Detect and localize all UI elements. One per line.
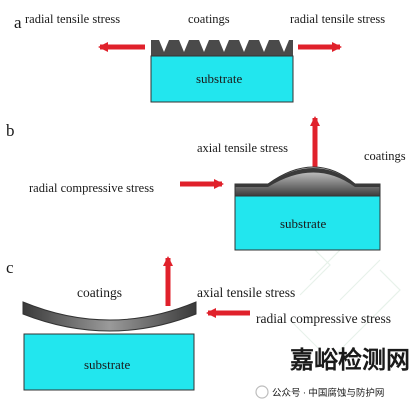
panel-c-substrate: [23, 333, 195, 391]
panel-c-axial-stress-label: axial tensile stress: [197, 285, 295, 300]
panel-a-substrate: [150, 55, 294, 103]
watermark-pattern: [289, 234, 401, 361]
panel-a-coating-teeth: [151, 40, 293, 56]
panel-b-substrate-label: substrate: [280, 216, 326, 231]
panel-b: b axial tensile stress radial compressiv…: [6, 116, 406, 251]
panel-b-radial-stress-label: radial compressive stress: [29, 181, 154, 195]
watermark-footer: 公众号 · 中国腐蚀与防护网: [255, 385, 384, 399]
panel-b-coatings-label: coatings: [364, 149, 406, 163]
panel-c-label: c: [6, 258, 14, 277]
panel-a-left-stress-label: radial tensile stress: [25, 12, 120, 26]
panel-c-coatings-label: coatings: [77, 285, 122, 300]
watermark-brand: 嘉峪检测网: [290, 346, 410, 374]
panel-a-substrate-label: substrate: [196, 71, 242, 86]
panel-b-coating-top: [235, 168, 380, 187]
panel-a-right-stress-label: radial tensile stress: [290, 12, 385, 26]
panel-c-coating: [22, 301, 197, 332]
panel-a-label: a: [14, 13, 22, 32]
panel-c: c coatings axial tensile stress radial c…: [6, 256, 391, 391]
panel-b-label: b: [6, 121, 15, 140]
panel-c-radial-stress-label: radial compressive stress: [256, 311, 391, 326]
panel-c-substrate-label: substrate: [84, 357, 130, 372]
panel-b-axial-stress-label: axial tensile stress: [197, 141, 288, 155]
panel-a-coatings-label: coatings: [188, 12, 230, 26]
wechat-icon: [255, 385, 269, 399]
panel-b-substrate: [234, 195, 381, 251]
watermark-footer-text: 公众号 · 中国腐蚀与防护网: [272, 387, 384, 399]
panel-a: a radial tensile stress coatings radial …: [14, 12, 385, 103]
